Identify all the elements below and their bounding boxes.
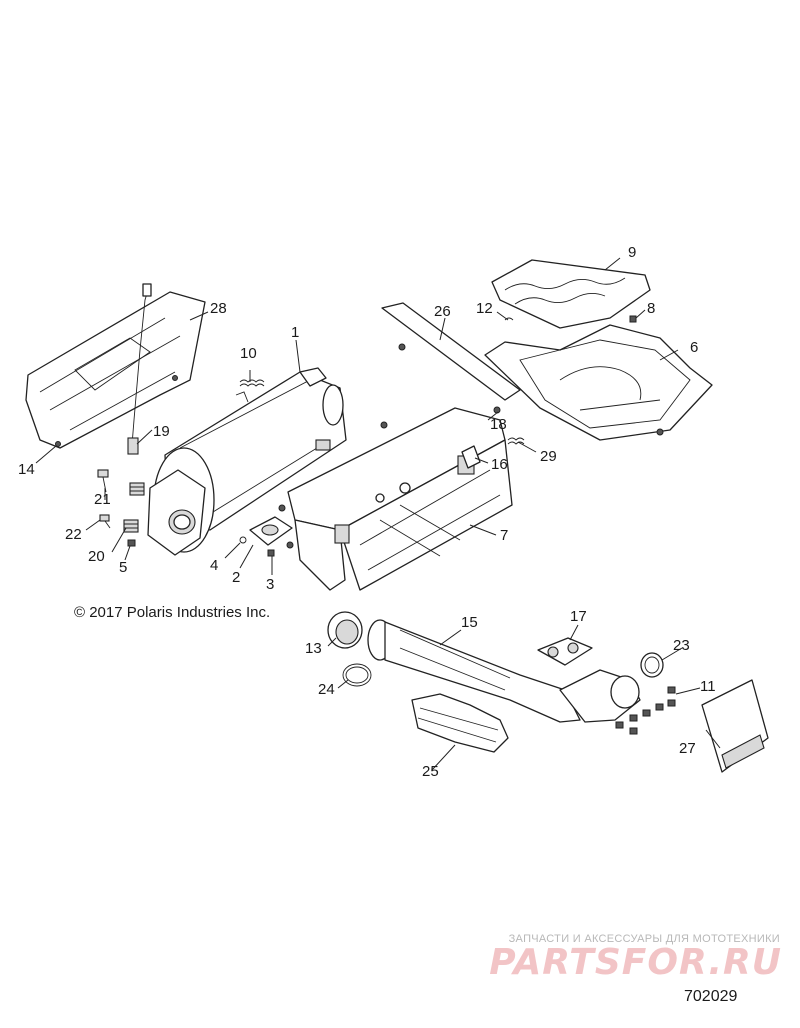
part-10-spring (239, 379, 265, 387)
callout-22: 22 (65, 526, 82, 543)
part-11-bolts (615, 686, 676, 735)
callout-16: 16 (491, 456, 508, 473)
callout-24: 24 (318, 681, 335, 698)
part-3-bolt (267, 549, 275, 557)
part-26-strip (381, 302, 521, 401)
callout-25: 25 (422, 763, 439, 780)
part-19-oxygen-sensor (127, 283, 152, 455)
part-9-plate (491, 259, 651, 329)
callout-8: 8 (647, 300, 655, 317)
part-22-bolt (99, 514, 111, 529)
callout-23: 23 (673, 637, 690, 654)
callout-14: 14 (18, 461, 35, 478)
part-2-gasket (249, 516, 293, 546)
callout-15: 15 (461, 614, 478, 631)
spring-upper-left (129, 482, 145, 496)
callout-13: 13 (305, 640, 322, 657)
part-7-heat-shield (278, 407, 513, 591)
callout-18: 18 (490, 416, 507, 433)
callout-21: 21 (94, 491, 111, 508)
callout-28: 28 (210, 300, 227, 317)
callout-7: 7 (500, 527, 508, 544)
callout-5: 5 (119, 559, 127, 576)
part-8-nut (629, 315, 637, 323)
callout-10: 10 (240, 345, 257, 362)
diagram-number: 702029 (684, 988, 738, 1005)
part-18-nut (493, 406, 501, 414)
part-28-heat-shield (25, 291, 206, 449)
part-25-cover (411, 693, 509, 753)
part-17-gasket (537, 637, 593, 666)
callout-6: 6 (690, 339, 698, 356)
part-4-washer (239, 536, 247, 544)
part-24-clamp (342, 663, 372, 687)
part-5-nut (127, 539, 136, 547)
part-13-seal (327, 611, 363, 649)
callout-11: 11 (700, 678, 716, 695)
callout-20: 20 (88, 548, 105, 565)
callout-12: 12 (476, 300, 493, 317)
part-20-spring (123, 519, 139, 533)
callout-4: 4 (210, 557, 218, 574)
callout-1: 1 (291, 324, 299, 341)
hardware-nut (286, 541, 294, 549)
callout-3: 3 (266, 576, 274, 593)
leader-lines (35, 257, 721, 771)
part-1-muffler (147, 367, 347, 556)
part-23-clamp (640, 652, 664, 678)
callout-29: 29 (540, 448, 557, 465)
part-15-header-pipe (367, 619, 641, 723)
callout-19: 19 (153, 423, 170, 440)
part-27-plate (701, 679, 769, 773)
callout-17: 17 (570, 608, 587, 625)
callout-27: 27 (679, 740, 696, 757)
callout-2: 2 (232, 569, 240, 586)
part-21-bolt (97, 469, 109, 493)
watermark-tagline: ЗАПЧАСТИ И АКСЕССУАРЫ ДЛЯ МОТОТЕХНИКИ (508, 933, 780, 945)
callout-9: 9 (628, 244, 636, 261)
callout-26: 26 (434, 303, 451, 320)
part-16-bracket (461, 445, 481, 469)
part-29-spring (507, 437, 525, 445)
callout-labels: 1 2 3 4 5 6 7 8 9 10 11 12 13 14 15 16 1… (18, 244, 716, 780)
part-6-heat-shield (484, 324, 713, 441)
copyright-notice: © 2017 Polaris Industries Inc. (74, 604, 271, 621)
part-12-clip (504, 317, 514, 321)
watermark-logo: PARTSFOR.RU (489, 942, 782, 983)
